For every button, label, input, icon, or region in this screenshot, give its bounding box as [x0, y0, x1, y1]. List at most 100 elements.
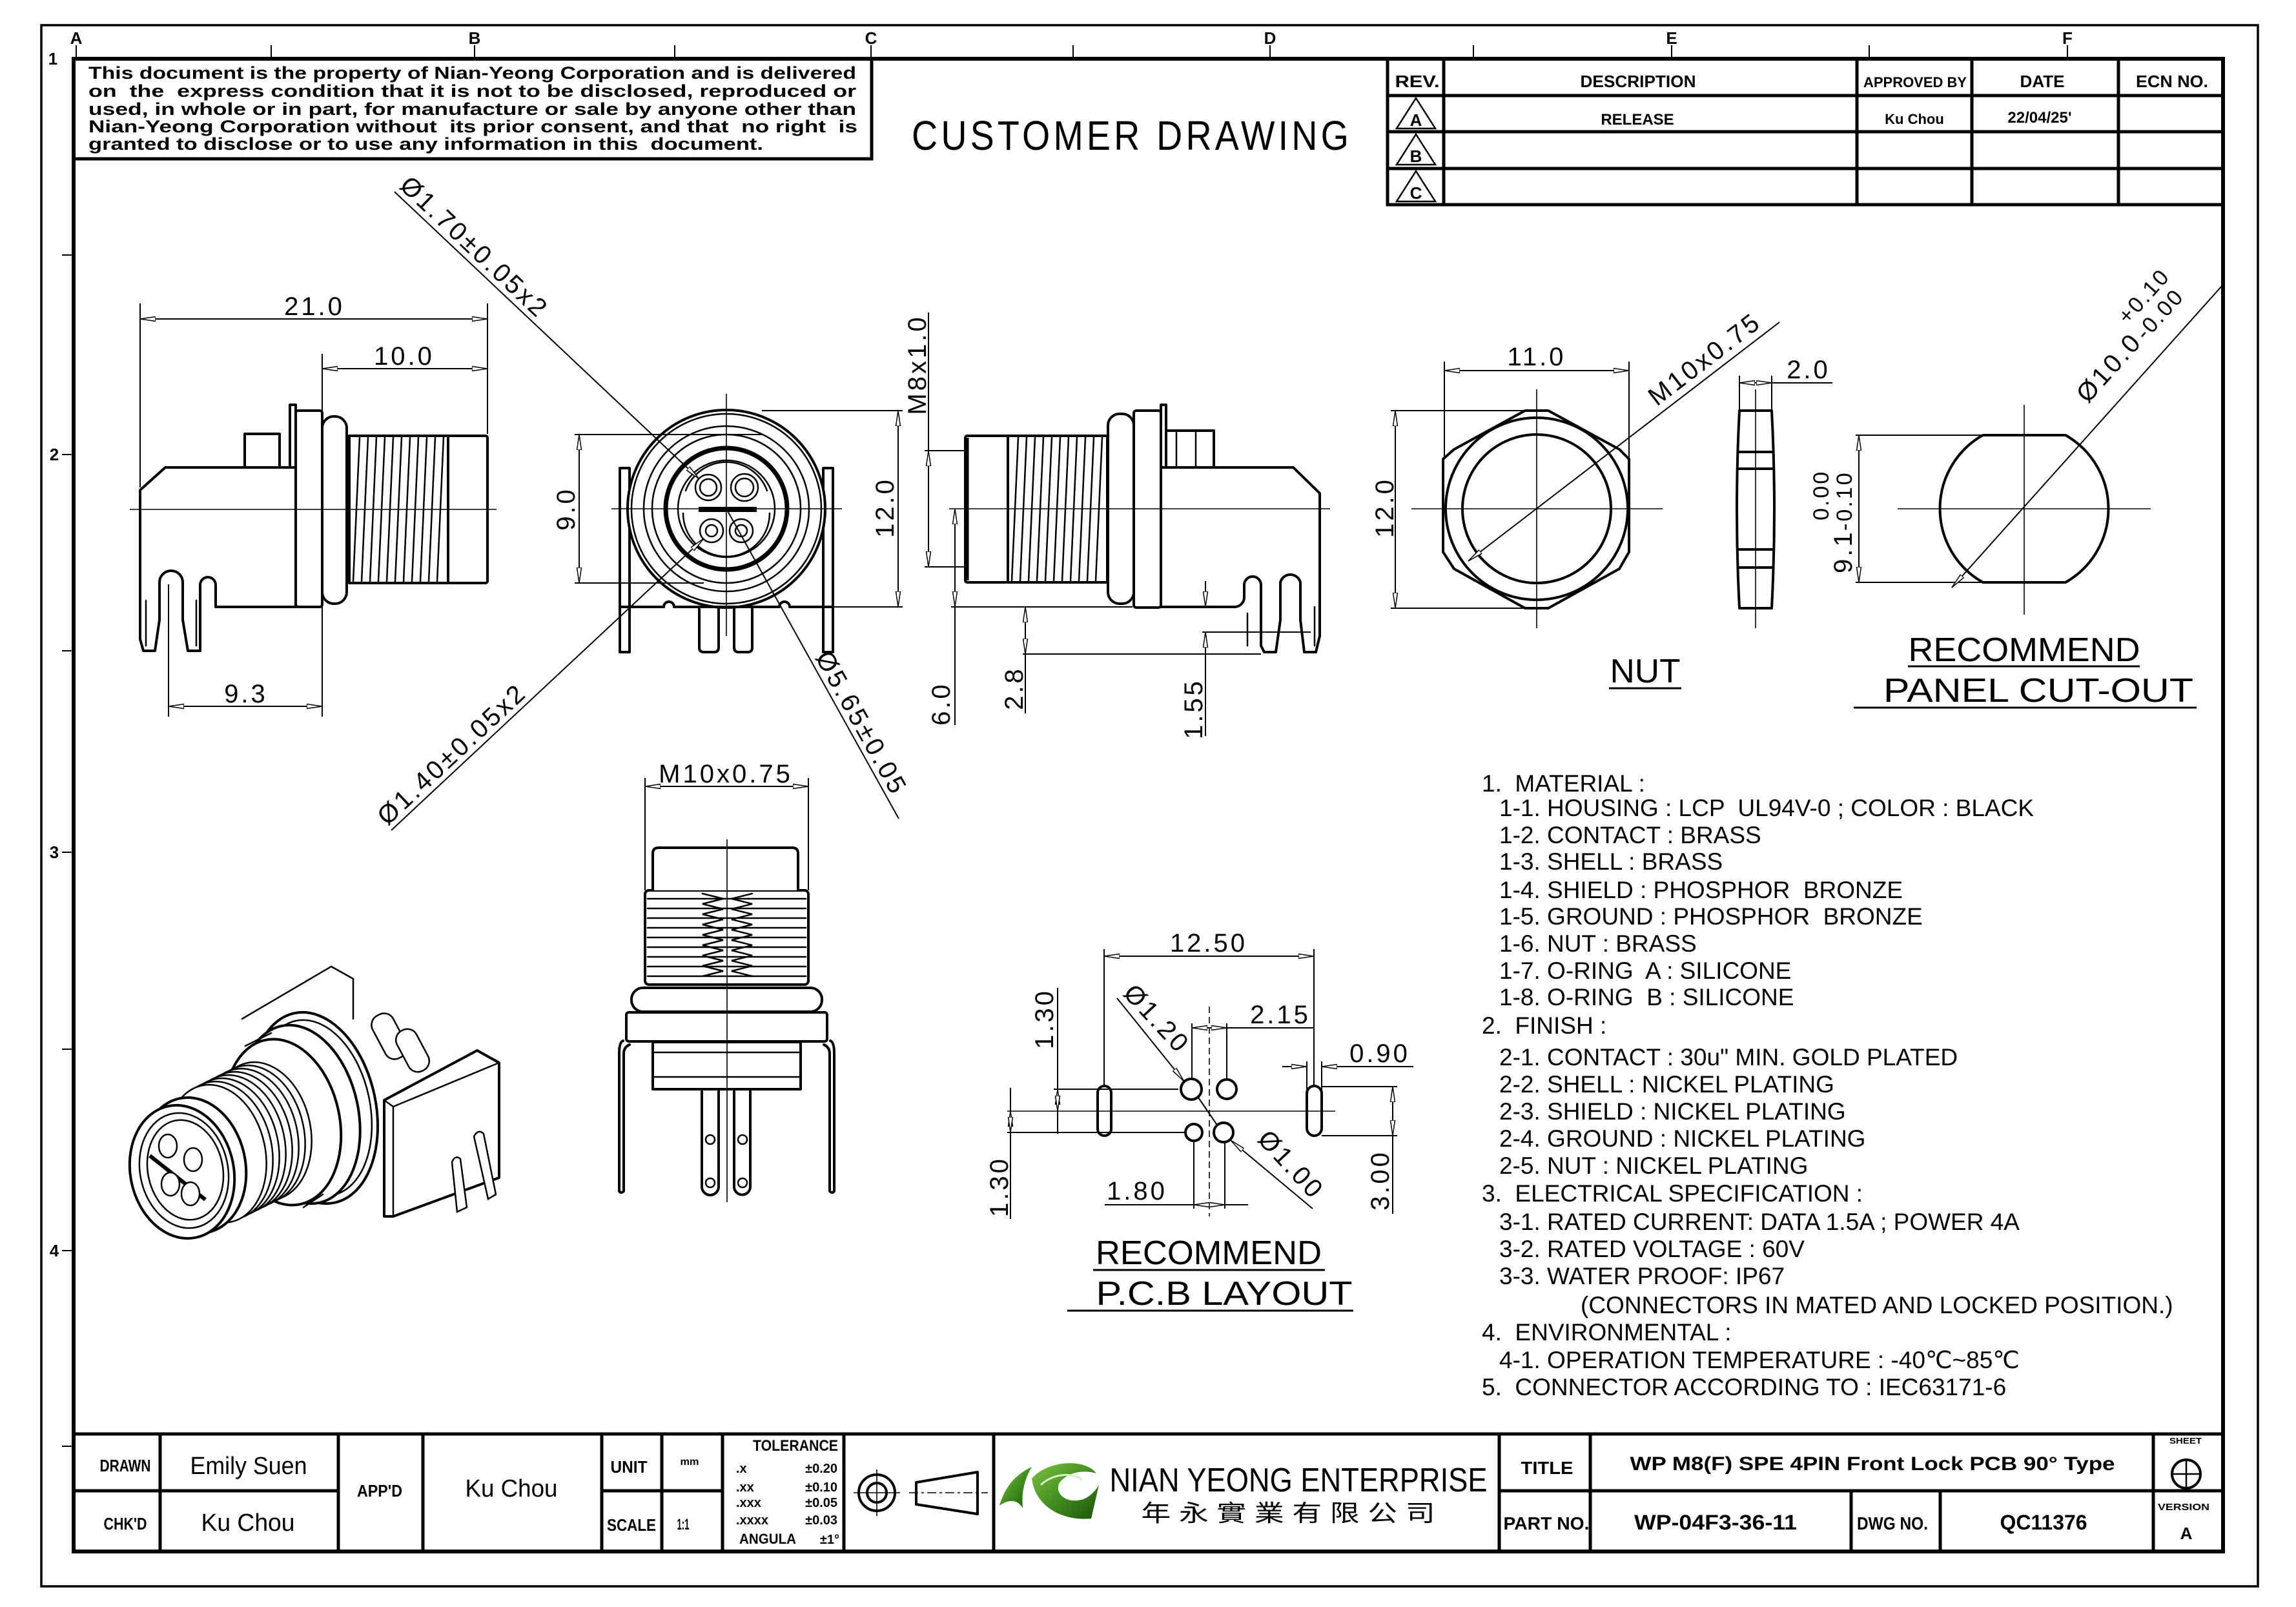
contact-hole: [728, 518, 754, 544]
note-item: 2-4. GROUND : NICKEL PLATING: [1499, 1125, 1865, 1152]
zone-ticks: [62, 45, 2068, 1447]
view-label-recommend: RECOMMEND: [1096, 1234, 1322, 1272]
company-logo: [999, 1463, 1099, 1519]
revision-letter: A: [1410, 110, 1422, 130]
dimension-value: 2.15: [1250, 1001, 1311, 1029]
projection-cone: [915, 1471, 979, 1515]
dimension-value: 12.0: [1371, 477, 1399, 538]
dimension-value: M10x0.75: [659, 760, 793, 788]
drawing-number: QC11376: [2000, 1511, 2087, 1534]
dimension-value: 21.0: [284, 292, 345, 321]
iso-contact: [180, 1181, 201, 1207]
dimension-center-height: 6.0: [927, 509, 1133, 726]
dimension-value: 2.0: [1787, 356, 1830, 384]
bottom-pins: [698, 606, 753, 653]
note-item: 1-7. O-RING A : SILICONE: [1499, 957, 1791, 984]
tolerance-title: TOLERANCE: [753, 1437, 838, 1455]
approved-by: Ku Chou: [466, 1475, 558, 1502]
note-item: 1-1. HOUSING : LCP UL94V-0 ; COLOR : BLA…: [1499, 795, 2034, 821]
note-heading: 4. ENVIRONMENTAL :: [1482, 1319, 1732, 1346]
tolerance-key: .xx: [736, 1480, 754, 1495]
extension-lines: [762, 410, 903, 608]
extension-lines: [1105, 1141, 1248, 1209]
extension-lines: [1191, 1023, 1314, 1080]
dimension-value: 12.50: [1170, 929, 1247, 957]
extension-lines: [951, 606, 1133, 725]
dimension-value: M8x1.0: [903, 314, 932, 415]
zone-column-label: F: [2062, 28, 2073, 48]
dimension-inner-height: 9.0: [552, 434, 762, 584]
leader-line: [391, 538, 704, 831]
contact-pins: [701, 1088, 752, 1196]
tolerance-lower: -0.10: [1832, 471, 1857, 531]
dimension-overall-length: 21.0: [139, 292, 488, 487]
drawn-by: Emily Suen: [190, 1453, 307, 1480]
insert-key-bar: [699, 507, 757, 512]
scale-label: SCALE: [607, 1515, 656, 1535]
leader-line: [1230, 1140, 1313, 1209]
iso-pcb-legs: [451, 1131, 497, 1213]
notice-line: Nian-Yeong Corporation without its prior…: [88, 117, 857, 136]
pcb-hole: [1213, 1121, 1235, 1143]
thread-profile: [701, 892, 753, 978]
note-heading: 1. MATERIAL :: [1482, 770, 1645, 797]
sheet-indicator-icon: [2171, 1459, 2202, 1489]
note-heading: 3. ELECTRICAL SPECIFICATION :: [1482, 1180, 1863, 1207]
view-label-pcb-layout: P.C.B LAYOUT: [1096, 1275, 1353, 1313]
revision-date: 22/04/25': [2007, 109, 2071, 127]
note-heading: 5. CONNECTOR ACCORDING TO : IEC63171-6: [1482, 1374, 2006, 1400]
leader-hole-large: Ø1.70±0.05x2: [394, 171, 700, 480]
extension-lines: [1007, 1088, 1185, 1219]
leader-line: [1116, 998, 1185, 1082]
checked-by: Ku Chou: [201, 1510, 295, 1537]
iso-bracket-edges: [383, 1061, 500, 1218]
dimension-value: 0.90: [1349, 1039, 1410, 1068]
tolerance-value: ±0.05: [805, 1496, 837, 1510]
drawing-frame: A B C D E F 1 2 3 4: [40, 24, 2259, 1588]
zone-column-label: E: [1666, 28, 1677, 48]
unit-label: UNIT: [611, 1457, 648, 1477]
revision-letter: C: [1410, 183, 1422, 203]
dimension-pin-length: 1.55: [1180, 581, 1311, 739]
revision-header-date: DATE: [2020, 72, 2065, 91]
isometric-view: [128, 965, 500, 1240]
dimension-value: 10.0: [374, 342, 435, 371]
note-item: 1-3. SHELL : BRASS: [1499, 848, 1723, 875]
dimension-value: 9.1: [1829, 529, 1858, 573]
nut-view: 11.0 12.0 M10x0.75 2.0 NUT: [1371, 307, 1832, 690]
centerlines: [1898, 405, 2151, 615]
revision-table: REV. DESCRIPTION APPROVED BY DATE ECN NO…: [1386, 59, 2223, 207]
pcb-hole: [1216, 1078, 1238, 1100]
zone-row-label: 4: [50, 1241, 59, 1260]
flange: [294, 409, 323, 608]
extension-lines: [644, 778, 809, 890]
dimension-pin-offset: 9.3: [168, 584, 323, 717]
dimension-across-corners: 12.0: [1371, 410, 1537, 609]
dimension-flat-height: 9.1 0.00 -0.10: [1809, 435, 1988, 583]
revision-header-description: DESCRIPTION: [1581, 72, 1696, 91]
notice-box: [74, 59, 874, 161]
dimension-thread: M8x1.0: [903, 312, 964, 568]
top-view: M10x0.75: [618, 760, 835, 1202]
tolerance-value: ±0.10: [805, 1480, 837, 1495]
tolerance-value: ±0.20: [805, 1462, 837, 1476]
rear-block: [1165, 429, 1215, 469]
checked-label: CHK'D: [104, 1514, 147, 1533]
pin-leg-detail: [1246, 606, 1316, 647]
confidentiality-notice: This document is the property of Nian-Ye…: [74, 59, 874, 161]
tolerance-key: .x: [736, 1462, 747, 1476]
tolerance-key: .xxx: [736, 1496, 761, 1510]
note-item: 2-3. SHIELD : NICKEL PLATING: [1499, 1098, 1846, 1125]
zone-row-label: 1: [48, 49, 57, 68]
dimension-slot-width: 0.90: [1282, 1039, 1413, 1091]
rear-block-detail: [1175, 429, 1197, 469]
o-ring: [321, 415, 348, 605]
title-block: DRAWN Emily Suen CHK'D Ku Chou APP'D Ku …: [74, 1432, 2223, 1551]
leader-line: [1468, 322, 1780, 562]
tolerance-value: ±0.03: [805, 1513, 837, 1528]
leader-line: [1198, 1097, 1217, 1125]
callout-text: Ø5.65±0.05: [810, 646, 912, 801]
extension-lines: [168, 584, 323, 717]
title-label: TITLE: [1521, 1458, 1573, 1478]
